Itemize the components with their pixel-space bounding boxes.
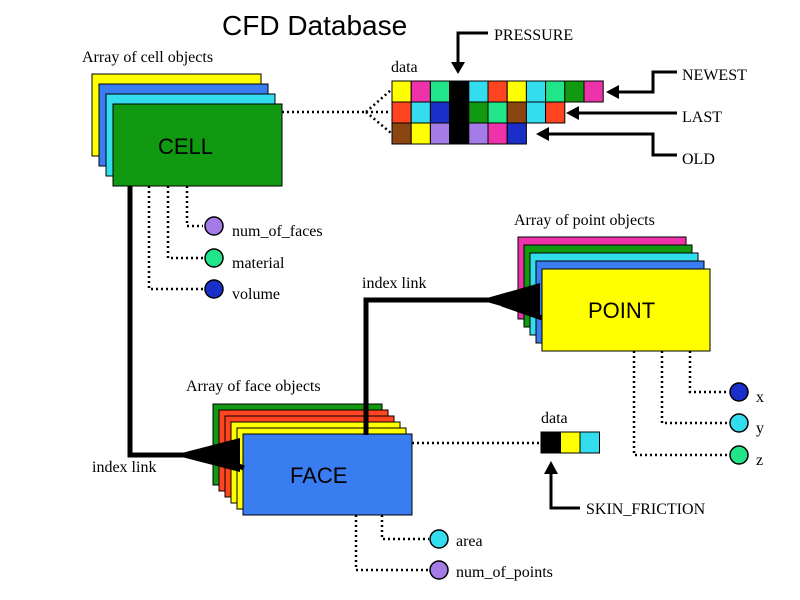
cell-attribute-connectors <box>147 186 203 291</box>
point-object-stack <box>517 236 711 352</box>
data-cell <box>429 122 451 145</box>
num-of-faces-dot <box>204 216 224 236</box>
face-box <box>242 433 413 516</box>
data-cell <box>468 122 489 145</box>
data-cell <box>525 101 547 124</box>
last-label: LAST <box>682 109 722 126</box>
data-cell <box>410 80 431 103</box>
data-cell <box>429 101 451 124</box>
data-cell <box>391 122 412 145</box>
cell-box <box>112 103 283 187</box>
x-label: x <box>756 389 764 406</box>
area-label: area <box>456 533 483 550</box>
data-cell <box>545 80 566 103</box>
face-object-stack <box>212 403 413 516</box>
num-of-faces-label: num_of_faces <box>232 223 323 240</box>
cell-object-stack <box>91 73 283 187</box>
data-cell <box>487 122 508 145</box>
point-attributes: x y z <box>729 382 764 469</box>
data-cell <box>468 101 489 124</box>
point-box <box>541 268 711 352</box>
point-box-label: POINT <box>588 298 655 323</box>
cell-data-grid <box>391 80 604 145</box>
cell-box-label: CELL <box>158 134 213 159</box>
data-cell <box>506 101 527 124</box>
data-cell <box>429 80 451 103</box>
data-cell <box>583 80 604 103</box>
old-label: OLD <box>682 151 715 168</box>
index-link-top-label: index link <box>362 275 426 292</box>
point-attribute-connectors <box>632 351 729 457</box>
skin-friction-arrow <box>544 461 580 510</box>
cell-attributes: num_of_faces material volume <box>204 216 323 303</box>
num-of-points-dot <box>429 560 449 580</box>
pressure-arrow <box>451 31 488 74</box>
volume-dot <box>204 279 224 299</box>
data-cell <box>487 101 508 124</box>
data-cell <box>468 80 489 103</box>
diagram-title: CFD Database <box>222 10 407 41</box>
y-dot <box>729 413 749 433</box>
face-data-cell <box>579 431 600 454</box>
y-label: y <box>756 420 764 437</box>
point-array-label: Array of point objects <box>514 212 655 229</box>
z-dot <box>729 445 749 465</box>
data-cell <box>525 80 547 103</box>
cell-data-label: data <box>391 59 418 76</box>
data-cell <box>449 80 470 103</box>
face-data-cell <box>560 431 581 454</box>
face-data-grid <box>540 431 600 454</box>
data-cell <box>487 80 508 103</box>
skin-friction-label: SKIN_FRICTION <box>586 501 706 518</box>
data-cell <box>391 101 412 124</box>
volume-label: volume <box>232 286 280 303</box>
data-cell <box>545 101 566 124</box>
face-attributes: area num_of_points <box>429 529 553 581</box>
data-cell <box>564 80 585 103</box>
index-link-bottom-label: index link <box>92 459 156 476</box>
material-label: material <box>232 255 285 272</box>
pressure-label: PRESSURE <box>494 27 573 44</box>
x-dot <box>729 382 749 402</box>
material-dot <box>204 248 224 268</box>
cell-to-data-connector <box>282 89 392 134</box>
face-data-label: data <box>541 410 568 427</box>
data-cell <box>391 80 412 103</box>
area-dot <box>429 529 449 549</box>
old-arrow <box>536 127 677 157</box>
data-cell <box>410 101 431 124</box>
data-cell <box>449 101 470 124</box>
face-array-label: Array of face objects <box>186 378 321 395</box>
data-cell <box>506 80 527 103</box>
data-cell <box>410 122 431 145</box>
z-label: z <box>756 452 763 469</box>
last-arrow <box>566 106 677 120</box>
cell-array-label: Array of cell objects <box>82 49 213 66</box>
newest-arrow <box>606 70 677 99</box>
newest-label: NEWEST <box>682 67 747 84</box>
face-attribute-connectors <box>354 515 429 572</box>
data-cell <box>449 122 470 145</box>
face-data-cell <box>540 431 561 454</box>
data-cell <box>506 122 527 145</box>
face-to-point-index-link <box>363 283 543 435</box>
num-of-points-label: num_of_points <box>456 564 553 581</box>
face-box-label: FACE <box>290 463 347 488</box>
cell-to-face-index-link <box>127 186 245 472</box>
